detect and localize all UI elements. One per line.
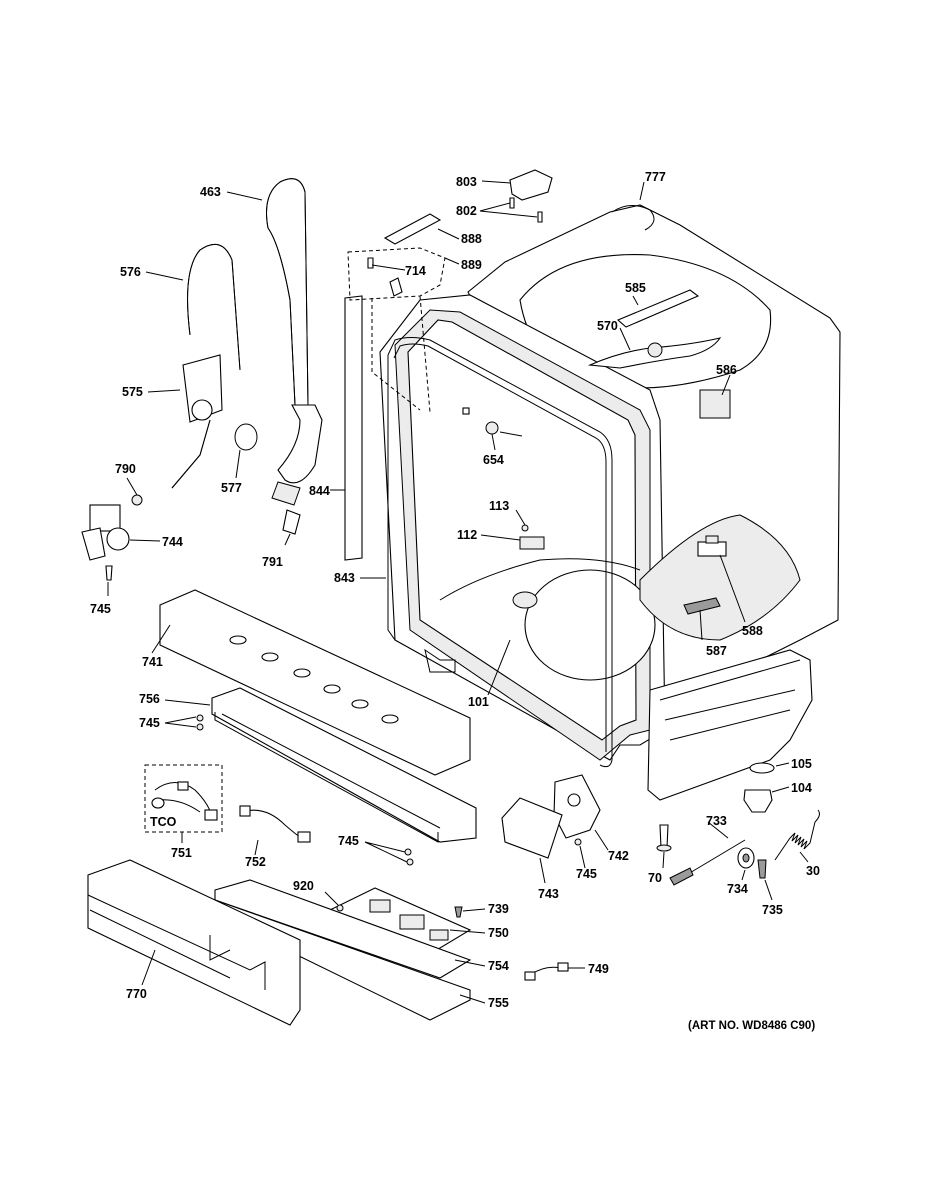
- part-label-754: 754: [488, 959, 509, 973]
- part-label-756: 756: [139, 692, 160, 706]
- art-number: (ART NO. WD8486 C90): [688, 1020, 815, 1032]
- filter-587: [683, 597, 721, 615]
- insulation-741: [159, 589, 471, 776]
- water-valve-744: [81, 494, 143, 561]
- part-label-770: 770: [126, 987, 147, 1001]
- foot-104: [743, 789, 773, 813]
- toe-kick-756: [211, 687, 477, 843]
- part-label-790: 790: [115, 462, 136, 476]
- part-label-105: 105: [791, 757, 812, 771]
- screws-802: [509, 197, 543, 223]
- leveling-105: [749, 762, 775, 774]
- part-label-654: 654: [483, 453, 504, 467]
- fitting-791: [282, 509, 301, 535]
- part-label-803: 803: [456, 175, 477, 189]
- part-label-802: 802: [456, 204, 477, 218]
- tray-754: [214, 879, 472, 979]
- hose-576: [187, 243, 241, 371]
- part-label-70: 70: [648, 871, 662, 885]
- hose-463: [266, 178, 323, 506]
- part-label-751: 751: [171, 846, 192, 860]
- part-label-570: 570: [597, 319, 618, 333]
- part-label-733: 733: [706, 814, 727, 828]
- part-label-576: 576: [120, 265, 141, 279]
- part-label-777: 777: [645, 170, 666, 184]
- part-label-714: 714: [405, 264, 426, 278]
- part-label-587: 587: [706, 644, 727, 658]
- screw-745-a: [105, 565, 113, 581]
- pulley-734: [737, 847, 755, 869]
- part-label-741: 741: [142, 655, 163, 669]
- part-label-104: 104: [791, 781, 812, 795]
- spring-30: [774, 809, 820, 861]
- part-label-743: 743: [538, 887, 559, 901]
- part-label-755: 755: [488, 996, 509, 1010]
- cable-733: [669, 839, 746, 886]
- part-label-752: 752: [245, 855, 266, 869]
- dispenser-588: [697, 535, 727, 557]
- part-label-920: 920: [293, 879, 314, 893]
- side-seal-844: [344, 295, 363, 561]
- part-label-588: 588: [742, 624, 763, 638]
- part-label-791: 791: [262, 555, 283, 569]
- part-label-745-toekick: 745: [139, 716, 160, 730]
- harness-752: [239, 805, 311, 843]
- screws-745-b: [196, 714, 204, 731]
- part-label-844: 844: [309, 484, 330, 498]
- insulation-770: [87, 859, 301, 1026]
- module-743: [501, 797, 563, 859]
- tco-label: TCO: [150, 815, 177, 829]
- tub-assembly: [379, 204, 841, 801]
- part-label-585: 585: [625, 281, 646, 295]
- part-label-888: 888: [461, 232, 482, 246]
- part-label-750: 750: [488, 926, 509, 940]
- screw-739: [454, 906, 463, 918]
- door-gasket-843: [387, 337, 613, 768]
- part-label-112: 112: [457, 528, 477, 542]
- part-label-575: 575: [122, 385, 143, 399]
- spray-arm-mount-585: [616, 289, 700, 328]
- screw-735: [757, 859, 767, 879]
- part-label-739: 739: [488, 902, 509, 916]
- bracket-888: [383, 213, 442, 245]
- part-label-745-bracket: 745: [576, 867, 597, 881]
- part-label-463: 463: [200, 185, 221, 199]
- part-label-889: 889: [461, 258, 482, 272]
- kit-889-dashed: [347, 247, 446, 413]
- upper-spray-arm-570: [587, 337, 722, 369]
- screw-745-d: [574, 838, 582, 846]
- part-label-742: 742: [608, 849, 629, 863]
- part-label-745-harness: 745: [338, 834, 359, 848]
- part-label-101: 101: [468, 695, 489, 709]
- harness-749: [524, 962, 569, 981]
- part-label-735: 735: [762, 903, 783, 917]
- part-label-30: 30: [806, 864, 820, 878]
- part-label-843: 843: [334, 571, 355, 585]
- part-label-744: 744: [162, 535, 183, 549]
- bracket-742: [553, 774, 601, 839]
- leg-70: [656, 824, 672, 852]
- part-label-745-valve: 745: [90, 602, 111, 616]
- part-label-586: 586: [716, 363, 737, 377]
- bracket-803: [509, 169, 553, 201]
- part-label-577: 577: [221, 481, 242, 495]
- bracket-575: [171, 354, 223, 489]
- part-label-749: 749: [588, 962, 609, 976]
- screw-920: [336, 904, 344, 912]
- part-label-734: 734: [727, 882, 748, 896]
- harness-751: [144, 764, 223, 833]
- screws-745-c: [404, 848, 414, 866]
- part-number-labels: 463 576 575 577 790 744 745 791 844 843 …: [90, 170, 820, 1032]
- part-label-113: 113: [489, 499, 509, 513]
- leader-lines: [107, 180, 809, 1004]
- ring-577: [234, 423, 258, 451]
